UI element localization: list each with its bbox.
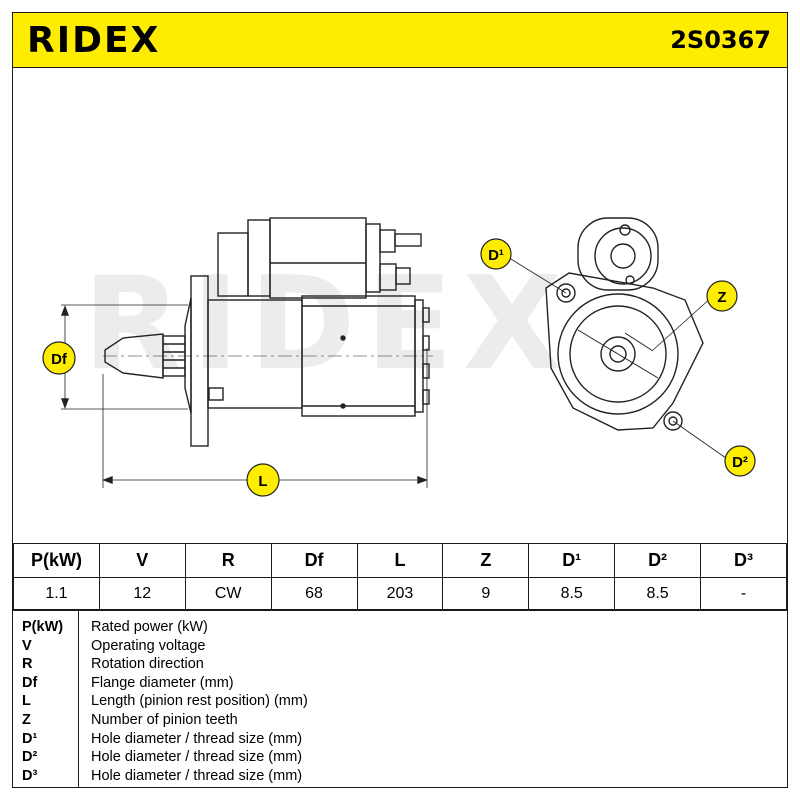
legend-row: L Length (pinion rest position) (mm) bbox=[13, 692, 787, 711]
legend-row: R Rotation direction bbox=[13, 655, 787, 674]
spec-value: 8.5 bbox=[614, 577, 701, 610]
legend-key: L bbox=[22, 693, 31, 710]
technical-drawing: RIDEX bbox=[42, 217, 756, 497]
legend-key: R bbox=[22, 656, 33, 673]
legend-desc: Length (pinion rest position) (mm) bbox=[91, 693, 308, 710]
callout-l: L bbox=[246, 463, 280, 497]
legend-divider bbox=[78, 611, 79, 788]
legend-row: P(kW) Rated power (kW) bbox=[13, 618, 787, 637]
legend-desc: Rated power (kW) bbox=[91, 619, 208, 635]
spec-header: L bbox=[356, 543, 444, 578]
legend-row: D² Hole diameter / thread size (mm) bbox=[13, 748, 787, 767]
spec-header: D³ bbox=[700, 543, 787, 578]
callout-z: Z bbox=[706, 280, 738, 312]
legend-desc: Number of pinion teeth bbox=[91, 712, 238, 728]
spec-header: P(kW) bbox=[13, 543, 100, 578]
legend-desc: Operating voltage bbox=[91, 637, 206, 654]
spec-table: P(kW) V R Df L Z D¹ D² D³ 1.1 12 CW 68 2… bbox=[13, 543, 787, 610]
legend-desc: Flange diameter (mm) bbox=[91, 674, 234, 691]
spec-header: Z bbox=[442, 543, 530, 578]
callout-df: Df bbox=[42, 341, 76, 375]
label-df: Df bbox=[51, 351, 68, 368]
spec-value: 12 bbox=[98, 577, 186, 610]
datasheet: RIDEX 2S0367 RIDEX bbox=[12, 12, 788, 788]
spec-value: 203 bbox=[356, 577, 444, 610]
callout-d1: D¹ bbox=[480, 238, 512, 270]
legend-row: D³ Hole diameter / thread size (mm) bbox=[13, 767, 787, 786]
legend-desc: Hole diameter / thread size (mm) bbox=[91, 730, 303, 747]
legend-key: Df bbox=[22, 674, 38, 691]
spec-header: V bbox=[98, 543, 186, 578]
spec-header-row: P(kW) V R Df L Z D¹ D² D³ bbox=[13, 543, 787, 578]
starter-front-view bbox=[505, 217, 734, 464]
legend-key: V bbox=[22, 637, 32, 654]
legend-row: D¹ Hole diameter / thread size (mm) bbox=[13, 730, 787, 749]
spec-header: D¹ bbox=[528, 543, 616, 578]
spec-value-row: 1.1 12 CW 68 203 9 8.5 8.5 - bbox=[13, 577, 787, 610]
legend-key: D² bbox=[22, 749, 38, 766]
spec-value: 1.1 bbox=[13, 577, 100, 610]
label-d2: D² bbox=[732, 454, 748, 471]
legend-desc: Hole diameter / thread size (mm) bbox=[91, 749, 303, 766]
spec-value: - bbox=[700, 577, 787, 610]
label-l: L bbox=[258, 473, 267, 490]
legend-row: Z Number of pinion teeth bbox=[13, 711, 787, 730]
legend-desc: Hole diameter / thread size (mm) bbox=[91, 767, 303, 784]
ridex-logo: RIDEX bbox=[27, 22, 197, 60]
spec-value: 8.5 bbox=[528, 577, 616, 610]
legend-desc: Rotation direction bbox=[91, 656, 204, 673]
label-d1: D¹ bbox=[488, 247, 504, 264]
legend-key: Z bbox=[22, 712, 31, 728]
spec-header: R bbox=[184, 543, 272, 578]
legend-key: P(kW) bbox=[22, 619, 64, 635]
header-bar: RIDEX 2S0367 bbox=[13, 13, 787, 68]
spec-value: CW bbox=[184, 577, 272, 610]
legend-key: D³ bbox=[22, 767, 38, 784]
legend-key: D¹ bbox=[22, 730, 38, 747]
spec-header: Df bbox=[270, 543, 358, 578]
brand-name: RIDEX bbox=[27, 20, 161, 61]
part-number: 2S0367 bbox=[670, 26, 771, 54]
label-z: Z bbox=[717, 289, 726, 306]
spec-value: 68 bbox=[270, 577, 358, 610]
spec-value: 9 bbox=[442, 577, 530, 610]
callout-d2: D² bbox=[724, 445, 756, 477]
legend-row: Df Flange diameter (mm) bbox=[13, 674, 787, 693]
legend: P(kW) Rated power (kW) V Operating volta… bbox=[13, 610, 787, 788]
legend-row: V Operating voltage bbox=[13, 637, 787, 656]
spec-header: D² bbox=[614, 543, 701, 578]
